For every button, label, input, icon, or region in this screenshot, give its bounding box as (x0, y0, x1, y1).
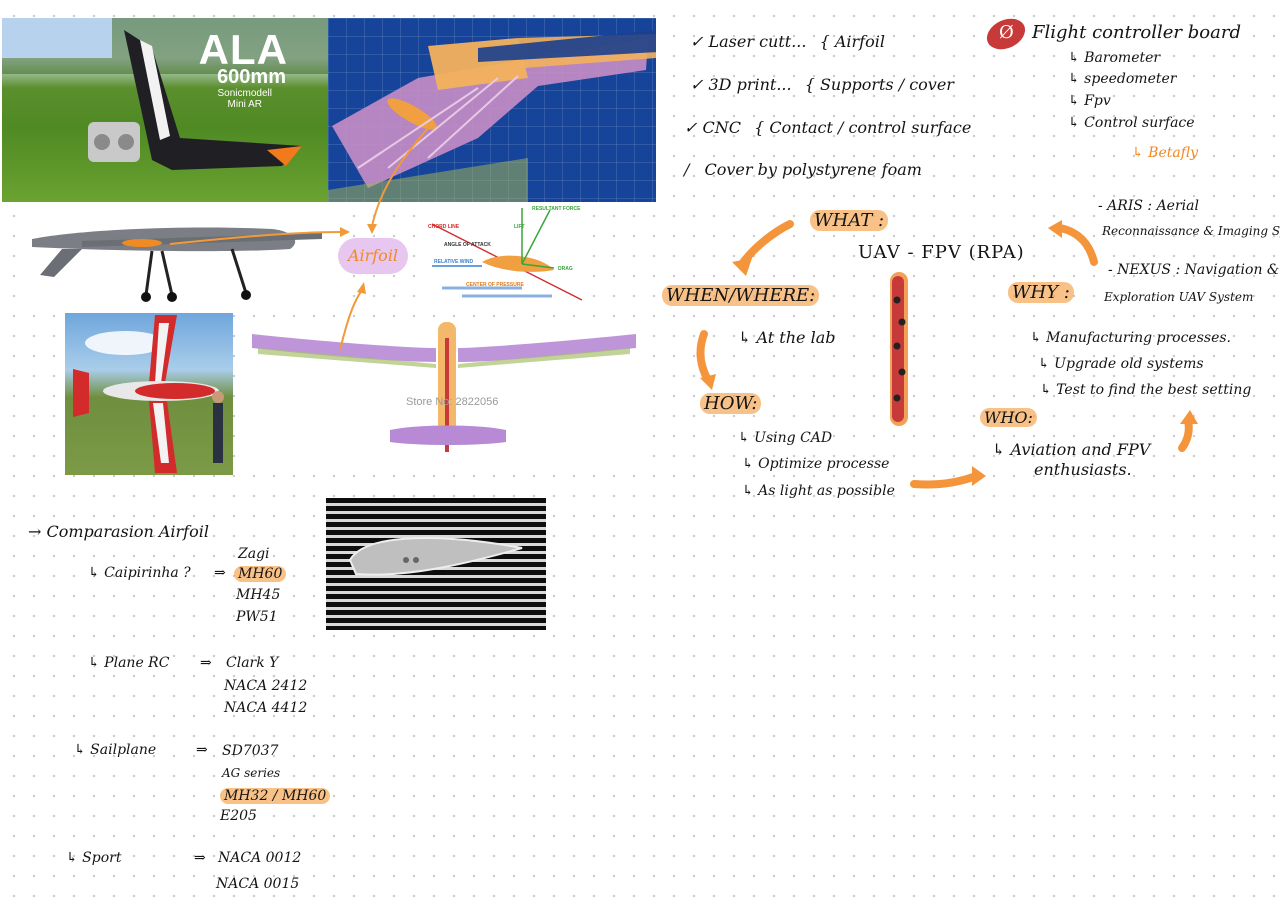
aerobatic-plane-photo (65, 313, 233, 475)
comparison-title: → Comparasion Airfoil (28, 522, 209, 541)
group-arrow: ⇒ (214, 565, 226, 581)
ala-size: 600mm (217, 66, 286, 88)
checklist-detail: { Contact / control surface (754, 118, 972, 137)
fc-item-speedometer: ↳ speedometer (1068, 71, 1177, 87)
checklist-text: 3D print... (708, 75, 792, 94)
checklist-item-laser: ✓ Laser cutt... { Airfoil (690, 32, 885, 51)
airfoil-item: NACA 0015 (216, 876, 300, 892)
airfoil-item: E205 (220, 808, 257, 824)
what-label: WHAT : (810, 210, 889, 231)
how-item-cad: ↳ Using CAD (738, 430, 833, 446)
ala-brand: Sonicmodell Mini AR (218, 88, 272, 110)
airfoil-item: AG series (222, 766, 281, 780)
red-plane-drawing (73, 315, 224, 473)
airfoil-item: SD7037 (222, 743, 279, 759)
airfoil-forces-diagram: CHORD LINE ANGLE OF ATTACK RELATIVE WIND… (422, 204, 590, 306)
nexus-line-1: - NEXUS : Navigation & (1108, 262, 1280, 278)
why-item-test: ↳ Test to find the best setting (1040, 382, 1252, 398)
lift-label: LIFT (514, 224, 525, 230)
ala-title: ALA (198, 26, 288, 73)
wind-tunnel-airfoil-photo (326, 498, 546, 630)
checklist-text: Cover by polystyrene foam (704, 160, 922, 179)
airfoil-smoke-drawing (348, 537, 523, 576)
airfoil-item-highlight: MH60 (234, 566, 287, 582)
ala-plane-photo: ALA 600mm Sonicmodell Mini AR (2, 18, 328, 202)
mindmap-center: UAV - FPV (RPA) (858, 242, 1025, 263)
check-mark-icon: ✓ (684, 118, 698, 137)
why-label: WHY : (1008, 282, 1074, 303)
angle-of-attack-label: ANGLE OF ATTACK (444, 242, 491, 248)
group-arrow: ⇒ (194, 850, 206, 866)
checklist-text: Laser cutt... (708, 32, 807, 51)
resultant-force-label: RESULTANT FORCE (532, 206, 581, 212)
mindmap-when-where: WHEN/WHERE: (662, 285, 820, 306)
group-arrow: ⇒ (196, 742, 208, 758)
drag-label: DRAG (558, 266, 573, 272)
ala-brand-line-1: Sonicmodell (217, 88, 272, 99)
slash-mark-icon: / (684, 160, 690, 179)
airfoil-item: PW51 (236, 609, 278, 625)
empty-set-icon: Ø (999, 22, 1014, 43)
group-label-caipirinha: ↳ Caipirinha ? (88, 565, 191, 581)
airfoil-item: Zagi (238, 546, 270, 562)
glider-drawing (252, 322, 636, 452)
check-mark-icon: ✓ (690, 75, 704, 94)
mindmap-at-the-lab: ↳ At the lab (738, 328, 836, 347)
checklist-text: CNC (702, 118, 741, 137)
airfoil-item: MH60 (234, 566, 287, 582)
checklist-detail: { Supports / cover (804, 75, 954, 94)
airfoil-item: MH32 / MH60 (220, 788, 331, 804)
mindmap-how: HOW: (700, 393, 762, 414)
airfoil-item: NACA 4412 (224, 700, 308, 716)
why-item-manufacturing: ↳ Manufacturing processes. (1030, 330, 1232, 346)
checklist-item-3d-print: ✓ 3D print... { Supports / cover (690, 75, 954, 94)
relative-wind-label: RELATIVE WIND (434, 259, 474, 265)
airfoil-item: NACA 0012 (218, 850, 302, 866)
mindmap-what: WHAT : (810, 210, 889, 231)
checklist-item-cover: / Cover by polystyrene foam (684, 160, 922, 179)
flying-wing-drawing (2, 18, 328, 170)
group-label-sailplane: ↳ Sailplane (74, 742, 157, 758)
aris-line-1: - ARIS : Aerial (1098, 198, 1199, 214)
group-label-sport: ↳ Sport (66, 850, 122, 866)
who-item-1: ↳ Aviation and FPV (992, 440, 1151, 459)
fc-item-fpv: ↳ Fpv (1068, 93, 1111, 109)
how-item-light: ↳ As light as possible (742, 483, 895, 499)
watermark-text: Store No: 2822056 (406, 396, 499, 408)
why-item-upgrade: ↳ Upgrade old systems (1038, 356, 1204, 372)
nexus-line-2: Exploration UAV System (1104, 290, 1254, 304)
airfoil-item-highlight: MH32 / MH60 (220, 788, 331, 804)
center-of-pressure-label: CENTER OF PRESSURE (466, 282, 524, 288)
fc-item-barometer: ↳ Barometer (1068, 50, 1161, 66)
fc-note-betafly: ↳ Betafly (1132, 145, 1198, 161)
checklist-detail: { Airfoil (819, 32, 885, 51)
wing-blueprint-image (328, 18, 656, 202)
chord-line-label: CHORD LINE (428, 224, 460, 230)
check-mark-icon: ✓ (690, 32, 704, 51)
group-arrow: ⇒ (200, 655, 212, 671)
mindmap-who: WHO: (980, 408, 1037, 427)
forces-drawing (431, 208, 583, 301)
group-label-plane-rc: ↳ Plane RC (88, 655, 170, 671)
airfoil-item: MH45 (236, 587, 281, 603)
mindmap-why: WHY : (1008, 282, 1074, 303)
how-item-optimize: ↳ Optimize processe (742, 456, 890, 472)
predator-drone-image (22, 205, 342, 305)
checklist-item-cnc: ✓ CNC { Contact / control surface (684, 118, 971, 137)
glider-3d-image: Store No: 2822056 (248, 318, 640, 458)
who-label: WHO: (980, 408, 1037, 427)
who-item-2: enthusiasts. (1034, 460, 1132, 479)
how-label: HOW: (700, 393, 762, 414)
aris-line-2: Reconnaissance & Imaging Sy... (1102, 224, 1280, 238)
when-where-label: WHEN/WHERE: (662, 285, 820, 306)
airfoil-bubble: Airfoil (338, 238, 408, 274)
airfoil-item: NACA 2412 (224, 678, 308, 694)
ala-brand-line-2: Mini AR (227, 99, 262, 110)
airfoil-item: Clark Y (226, 655, 279, 671)
fc-item-control-surface: ↳ Control surface (1068, 115, 1195, 131)
flight-controller-title: Flight controller board (1032, 22, 1241, 43)
